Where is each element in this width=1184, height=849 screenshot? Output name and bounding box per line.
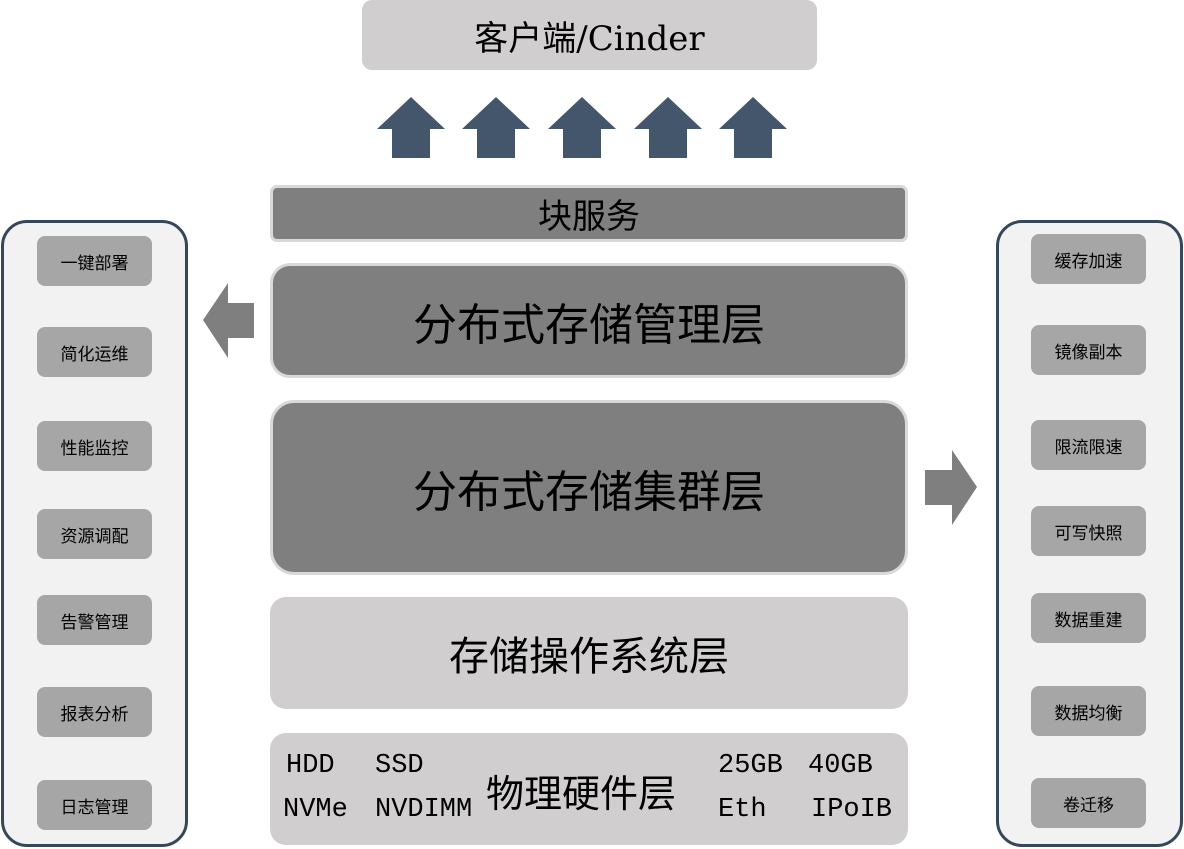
hw-item: NVDIMM [375,795,473,825]
up-arrows [377,97,787,158]
hw-item: IPoIB [811,795,893,825]
right-item: 可写快照 [1031,506,1146,556]
hw-item: Eth [718,795,767,825]
os-layer: 存储操作系统层 [270,597,908,709]
up-arrow-icon [548,97,616,158]
up-arrow-icon [462,97,530,158]
right-item: 数据均衡 [1031,686,1146,736]
up-arrow-icon [719,97,787,158]
hw-title: 物理硬件层 [486,772,677,816]
left-item: 简化运维 [37,327,152,377]
left-item: 报表分析 [37,687,152,737]
hardware-layer: HDD SSD NVMe NVDIMM 物理硬件层 25GB 40GB Eth … [270,733,908,845]
right-item: 数据重建 [1031,593,1146,643]
right-item: 镜像副本 [1031,325,1146,375]
right-arrow-icon [925,450,977,525]
left-panel [1,220,188,847]
left-item: 告警管理 [37,595,152,645]
hw-item: 25GB [718,751,783,781]
client-box: 客户端/Cinder [362,0,817,70]
hw-item: HDD [286,751,335,781]
left-item: 资源调配 [37,509,152,559]
cluster-layer: 分布式存储集群层 [270,400,908,575]
right-item: 缓存加速 [1031,234,1146,284]
hw-item: SSD [375,751,424,781]
left-arrow-icon [203,283,254,358]
left-item: 一键部署 [37,236,152,286]
left-item: 日志管理 [37,780,152,830]
right-item: 限流限速 [1031,420,1146,470]
block-service-layer: 块服务 [270,185,908,242]
left-item: 性能监控 [37,421,152,471]
up-arrow-icon [634,97,702,158]
hw-item: NVMe [283,795,348,825]
right-item: 卷迁移 [1031,778,1146,828]
management-layer: 分布式存储管理层 [270,263,908,378]
hw-item: 40GB [808,751,873,781]
up-arrow-icon [377,97,445,158]
